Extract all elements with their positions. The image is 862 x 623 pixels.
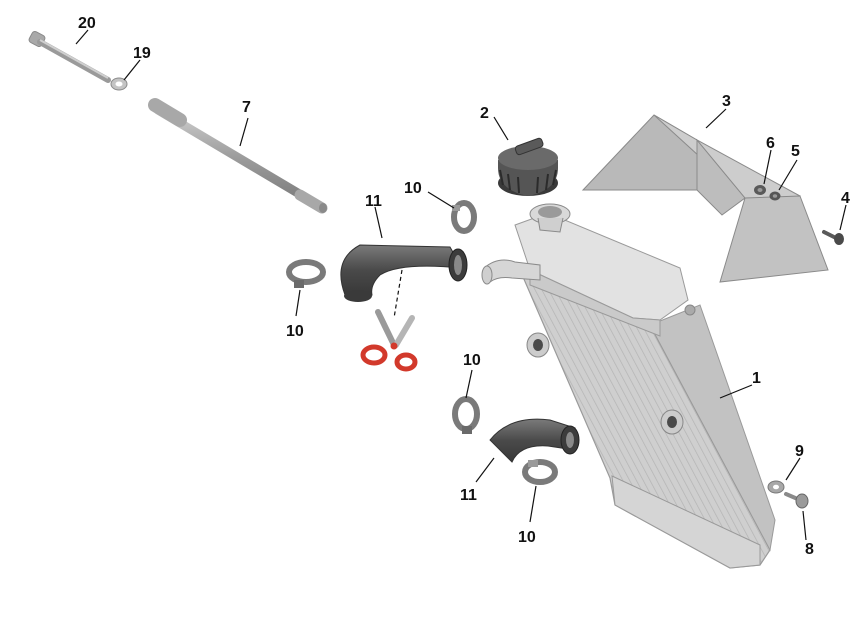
leader-lines xyxy=(75,29,847,541)
callout-11-b: 11 xyxy=(460,487,477,504)
callout-19: 19 xyxy=(133,45,151,62)
part-8-screw xyxy=(784,492,809,509)
callout-6: 6 xyxy=(766,135,775,152)
callout-4: 4 xyxy=(841,190,850,207)
part-3-shield xyxy=(581,114,829,283)
scissors-icon xyxy=(360,309,418,372)
callout-20: 20 xyxy=(78,15,96,32)
callout-1: 1 xyxy=(752,370,761,387)
part-11-lower-hose xyxy=(489,418,580,463)
callout-2: 2 xyxy=(480,105,489,122)
part-10-clamp-b xyxy=(286,259,326,288)
part-2-cap xyxy=(498,137,558,196)
callout-7: 7 xyxy=(242,99,251,116)
callout-10-b: 10 xyxy=(286,323,304,340)
part-6-nut xyxy=(754,185,766,195)
part-10-clamp-d xyxy=(522,459,558,485)
part-20-bolt xyxy=(28,30,111,83)
part-10-clamp-a xyxy=(451,200,477,234)
callout-10-c: 10 xyxy=(463,352,481,369)
callout-8: 8 xyxy=(805,541,814,558)
part-10-clamp-c xyxy=(452,396,480,434)
cut-line xyxy=(393,269,403,319)
callout-3: 3 xyxy=(722,93,731,110)
callout-10-a: 10 xyxy=(404,180,422,197)
part-1-radiator xyxy=(481,203,776,569)
callout-9: 9 xyxy=(795,443,804,460)
part-7-shaft xyxy=(148,98,328,214)
callouts: 20 19 7 2 3 6 5 4 10 11 10 10 1 9 11 10 … xyxy=(78,15,850,558)
callout-11-a: 11 xyxy=(365,193,382,210)
part-9-washer xyxy=(767,480,785,494)
part-19-washer xyxy=(110,77,128,91)
part-11-upper-hose xyxy=(340,244,468,302)
callout-5: 5 xyxy=(791,143,800,160)
callout-10-d: 10 xyxy=(518,529,536,546)
part-4-bolt xyxy=(822,230,844,245)
part-5-nut xyxy=(769,191,781,201)
